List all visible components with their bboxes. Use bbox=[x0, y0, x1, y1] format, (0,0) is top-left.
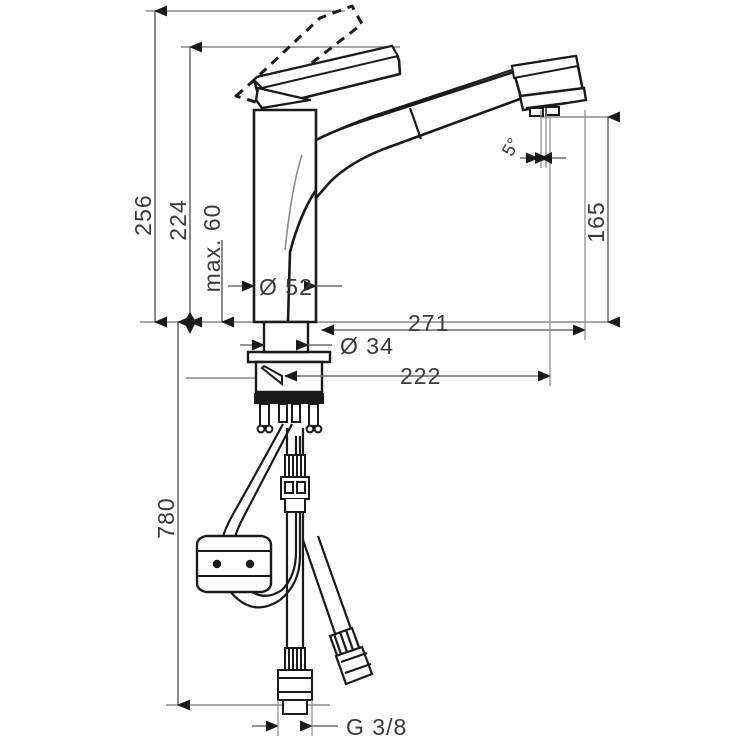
faucet-body-column bbox=[252, 108, 318, 324]
dim-junction-marks bbox=[184, 152, 552, 334]
spray-head bbox=[510, 54, 588, 117]
dim-label-165: 165 bbox=[583, 201, 609, 242]
pull-out-spout-arm bbox=[286, 67, 530, 323]
dim-label-780: 780 bbox=[153, 497, 179, 538]
lever-handle bbox=[252, 44, 402, 119]
mounting-flange bbox=[246, 350, 332, 404]
dim-label-224: 224 bbox=[165, 199, 191, 240]
dim-label-g38: G 3/8 bbox=[346, 714, 407, 740]
dim-label-5-degrees: 5° bbox=[498, 135, 524, 160]
dim-label-diameter-34: Ø 34 bbox=[340, 333, 394, 359]
hose-coupling bbox=[280, 454, 310, 513]
supply-hose-left bbox=[301, 535, 374, 686]
dim-label-256: 256 bbox=[130, 194, 156, 235]
threaded-shank bbox=[262, 320, 310, 354]
faucet-assembly bbox=[195, 4, 588, 715]
g38-connector-nut bbox=[277, 647, 313, 715]
fixing-studs bbox=[256, 403, 323, 434]
dim-label-max-60: max. 60 bbox=[199, 204, 225, 293]
dim-label-diameter-52: Ø 52 bbox=[259, 274, 313, 300]
hose-counterweight bbox=[195, 534, 273, 594]
extension-lines bbox=[140, 10, 620, 706]
dim-label-271: 271 bbox=[408, 310, 449, 336]
dim-label-222: 222 bbox=[400, 363, 441, 389]
